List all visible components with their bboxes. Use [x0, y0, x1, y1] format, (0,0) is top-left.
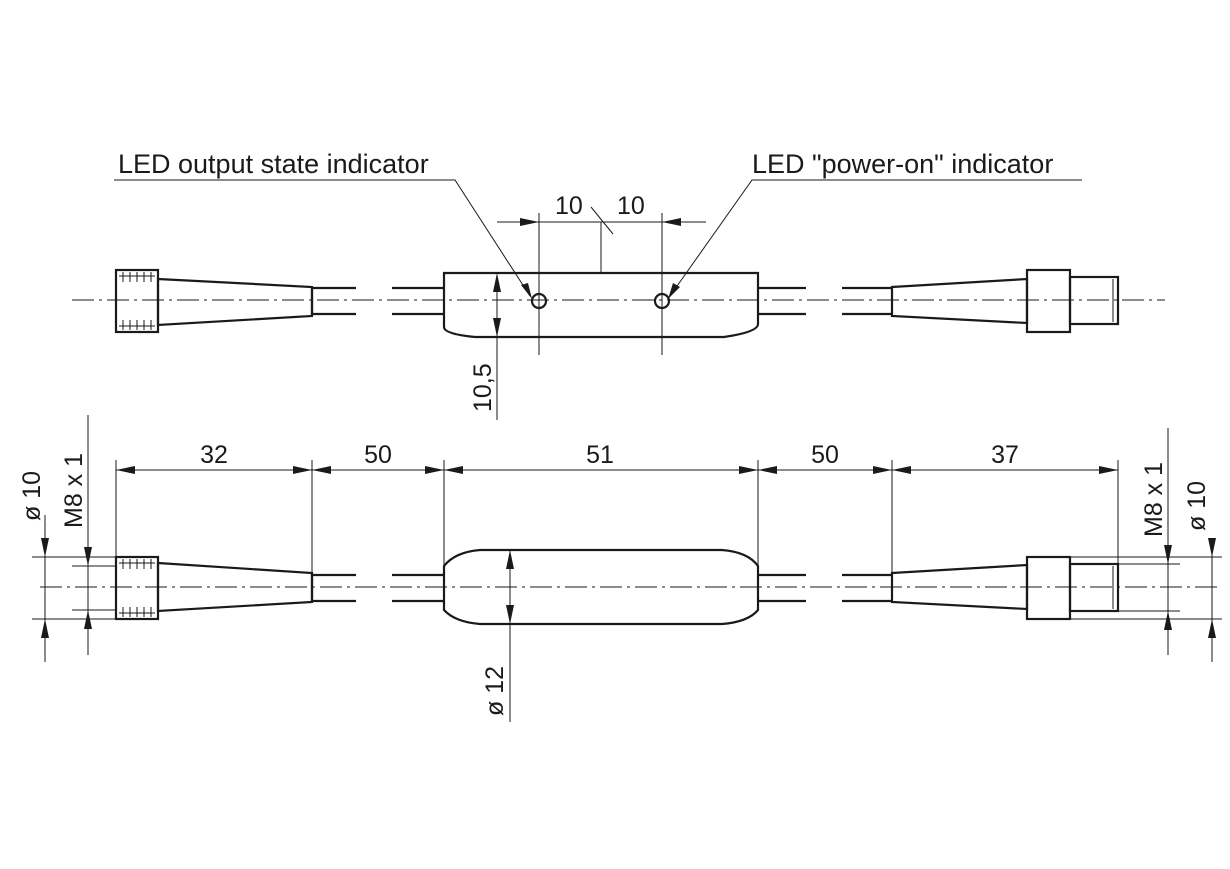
left-thread-label: M8 x 1	[60, 453, 88, 528]
side-right-connector	[890, 555, 1120, 621]
left-connector-length-label: 32	[200, 441, 228, 469]
led-power-leader	[669, 179, 1082, 297]
side-body	[442, 548, 760, 626]
side-view	[32, 415, 1222, 722]
body-diameter-label: ø 12	[481, 666, 509, 716]
body-length-label: 51	[586, 441, 614, 469]
right-connector-length-label: 37	[991, 441, 1019, 469]
height-dimension-label: 10,5	[469, 363, 497, 412]
led-spacing-left-label: 10	[555, 192, 583, 220]
top-body	[442, 271, 760, 339]
led-power-callout: LED "power-on" indicator	[752, 149, 1053, 179]
right-thread-label: M8 x 1	[1140, 462, 1168, 537]
right-cable-gap-label: 50	[811, 441, 839, 469]
led-output-callout: LED output state indicator	[118, 149, 429, 179]
right-outer-diameter-label: ø 10	[1183, 481, 1211, 531]
led-output-leader	[114, 179, 531, 297]
left-outer-diameter-label: ø 10	[18, 471, 46, 521]
top-left-connector	[114, 268, 356, 334]
led-spacing-right-label: 10	[617, 192, 645, 220]
side-left-connector	[114, 555, 356, 621]
top-view	[72, 179, 1165, 420]
left-cable-gap-label: 50	[364, 441, 392, 469]
top-right-connector	[890, 268, 1120, 334]
